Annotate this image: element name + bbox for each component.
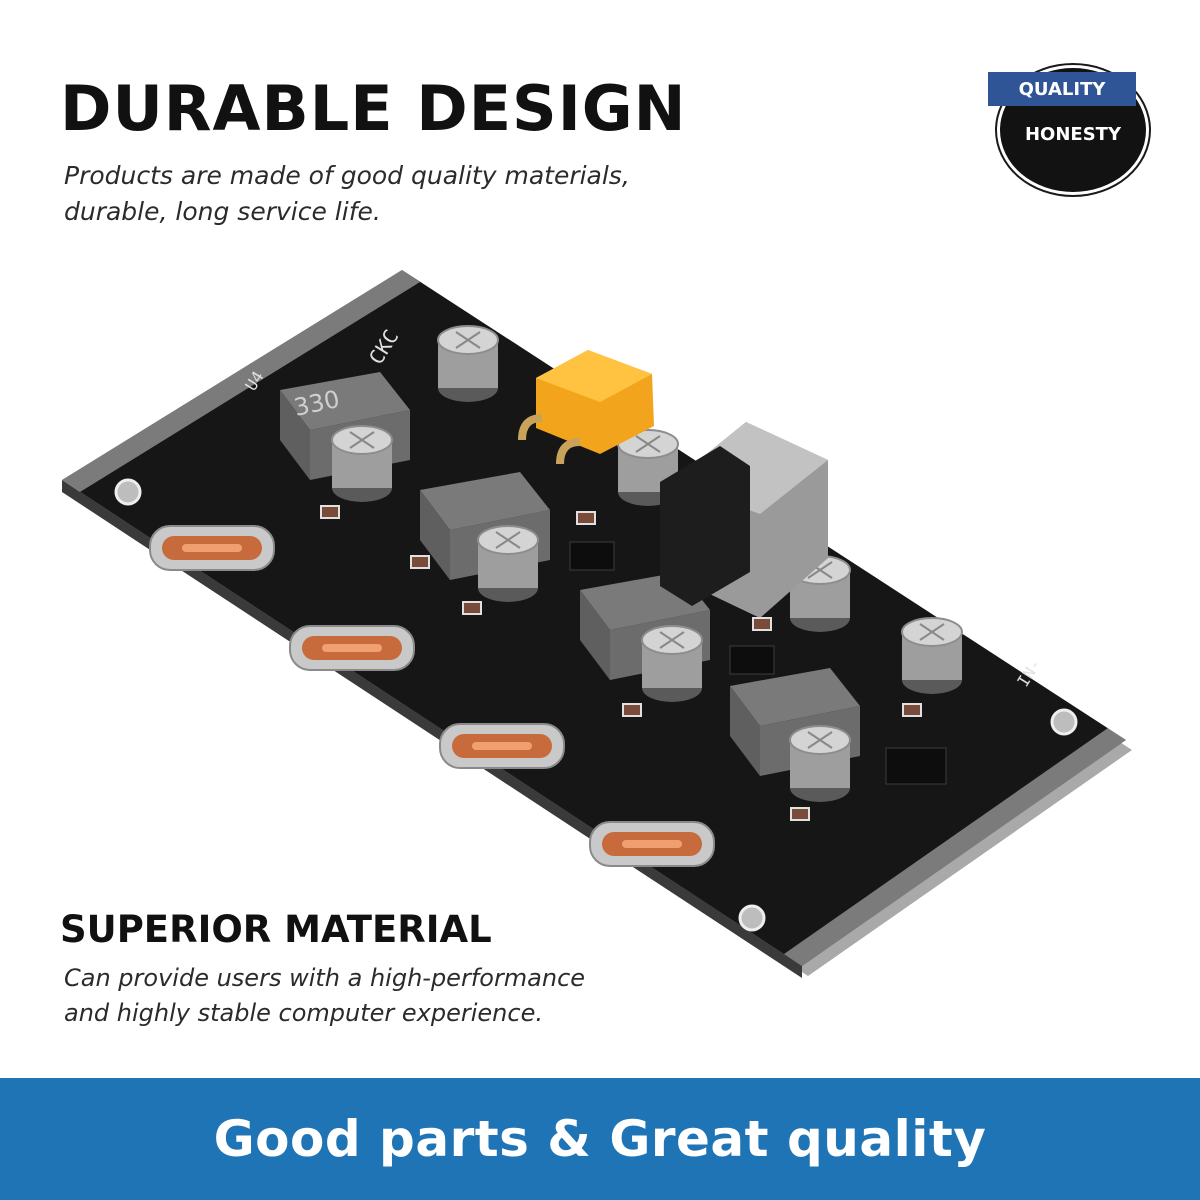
quality-badge: QUALITY HONESTY (988, 68, 1152, 192)
capacitor-icon (437, 325, 499, 403)
circuit-board-image: CKC U4 IN- 330 (62, 270, 1132, 978)
feature-description: Can provide users with a high-performanc… (64, 961, 664, 1031)
resistor-icon (576, 511, 596, 525)
feature-line-2: and highly stable computer experience. (64, 999, 543, 1027)
resistor-icon (752, 617, 772, 631)
usb-c-port-icon (589, 821, 715, 867)
capacitor-icon (789, 725, 851, 803)
description-line-1: Products are made of good quality materi… (64, 161, 630, 190)
ic-chip-icon (569, 541, 615, 571)
description-line-2: durable, long service life. (64, 197, 381, 226)
badge-ribbon: QUALITY (988, 72, 1136, 106)
page-description: Products are made of good quality materi… (64, 158, 684, 230)
page-title: DURABLE DESIGN (60, 72, 687, 145)
resistor-icon (462, 601, 482, 615)
banner-text: Good parts & Great quality (213, 1110, 987, 1168)
resistor-icon (902, 703, 922, 717)
resistor-icon (410, 555, 430, 569)
resistor-icon (622, 703, 642, 717)
bottom-banner: Good parts & Great quality (0, 1078, 1200, 1200)
resistor-icon (790, 807, 810, 821)
capacitor-icon (641, 625, 703, 703)
feature-line-1: Can provide users with a high-performanc… (64, 964, 586, 992)
usb-c-port-icon (289, 625, 415, 671)
badge-label: HONESTY (1024, 124, 1121, 145)
ic-chip-icon (729, 645, 775, 675)
dc-jack-icon (660, 422, 828, 618)
usb-c-port-icon (439, 723, 565, 769)
ic-chip-icon (885, 747, 947, 785)
power-connector-icon (518, 350, 654, 465)
feature-title: SUPERIOR MATERIAL (60, 908, 492, 951)
capacitor-icon (331, 425, 393, 503)
resistor-icon (320, 505, 340, 519)
capacitor-icon (477, 525, 539, 603)
usb-c-port-icon (149, 525, 275, 571)
capacitor-icon (901, 617, 963, 695)
